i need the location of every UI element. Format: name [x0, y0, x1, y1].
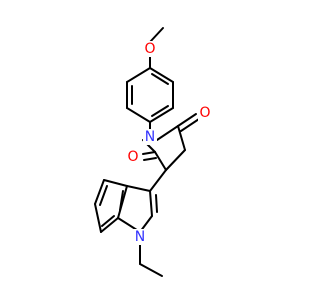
- bond: [117, 185, 128, 219]
- bond: [149, 190, 153, 217]
- molecule-canvas: O N O O N: [94, 27, 212, 277]
- bond: [101, 215, 115, 227]
- bond: [149, 67, 174, 83]
- bond: [151, 73, 169, 85]
- bond: [139, 263, 163, 277]
- bond: [143, 157, 157, 161]
- bond: [180, 118, 200, 132]
- indole-nitrogen-label: N: [135, 229, 145, 245]
- bond: [94, 179, 105, 205]
- bond: [177, 125, 186, 151]
- left-carbonyl-oxygen-label: O: [127, 149, 138, 165]
- bond: [156, 125, 179, 141]
- left-carbonyl-oxygen-atom: O: [126, 149, 140, 165]
- bond: [119, 190, 124, 211]
- top-carbonyl-oxygen-label: O: [199, 105, 210, 121]
- bond: [142, 151, 156, 155]
- top-carbonyl-oxygen-atom: O: [198, 105, 212, 121]
- bond: [126, 107, 151, 123]
- methoxy-oxygen-label: O: [144, 41, 155, 57]
- bond: [100, 217, 119, 233]
- bond: [149, 107, 174, 123]
- bond: [155, 194, 158, 213]
- molecule-structure: O N O O N: [94, 27, 212, 277]
- bond: [165, 149, 186, 171]
- bond: [151, 105, 169, 117]
- bond: [99, 185, 108, 206]
- bond: [154, 151, 167, 171]
- bond: [149, 169, 167, 192]
- imide-nitrogen-label: N: [145, 129, 155, 145]
- bond: [126, 185, 151, 192]
- indole-nitrogen-atom: N: [133, 229, 147, 245]
- methoxy-oxygen-atom: O: [143, 41, 157, 57]
- bond: [149, 27, 164, 43]
- imide-nitrogen-atom: N: [143, 129, 157, 145]
- bond: [103, 179, 128, 187]
- bond: [177, 113, 197, 127]
- bond: [126, 67, 151, 83]
- bond: [94, 203, 102, 233]
